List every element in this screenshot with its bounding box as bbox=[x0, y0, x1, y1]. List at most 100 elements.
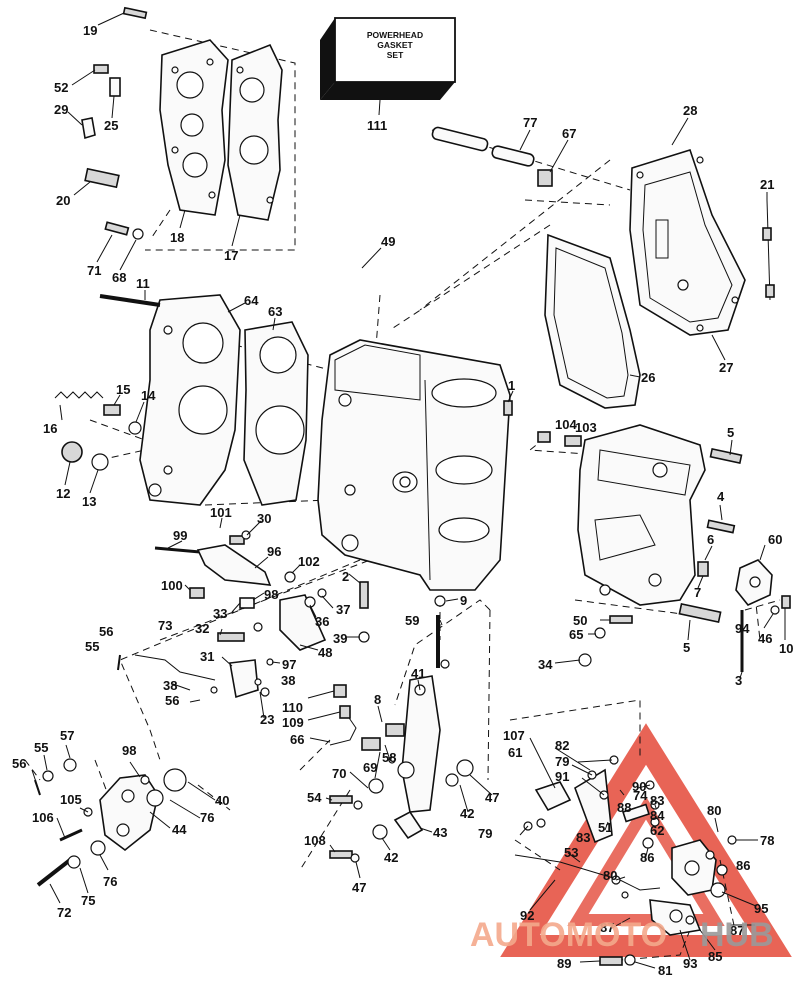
callout-79-b: 79 bbox=[478, 826, 492, 841]
callout-84: 84 bbox=[650, 808, 665, 823]
callout-28: 28 bbox=[683, 103, 697, 118]
callout-82: 82 bbox=[555, 738, 569, 753]
callout-99: 99 bbox=[173, 528, 187, 543]
callout-89: 89 bbox=[557, 956, 571, 971]
callout-76-b: 76 bbox=[103, 874, 117, 889]
callout-7: 7 bbox=[694, 585, 701, 600]
callout-63: 63 bbox=[268, 304, 282, 319]
callout-4: 4 bbox=[717, 489, 725, 504]
callout-46: 46 bbox=[758, 631, 772, 646]
callout-38-b: 38 bbox=[281, 673, 295, 688]
callout-98-b: 98 bbox=[122, 743, 136, 758]
callout-59: 59 bbox=[405, 613, 419, 628]
leader-lines bbox=[31, 12, 786, 969]
callout-76: 76 bbox=[200, 810, 214, 825]
callout-80-b: 80 bbox=[603, 868, 617, 883]
callout-26: 26 bbox=[641, 370, 655, 385]
callouts: 19 52 29 25 20 18 17 111 77 67 28 21 71 … bbox=[12, 23, 793, 978]
callout-40: 40 bbox=[215, 793, 229, 808]
callout-5: 5 bbox=[727, 425, 734, 440]
kit-label-line-3: SET bbox=[387, 50, 404, 60]
callout-10: 10 bbox=[779, 641, 793, 656]
callout-56-c: 56 bbox=[12, 756, 26, 771]
callout-38: 38 bbox=[163, 678, 177, 693]
callout-32: 32 bbox=[195, 621, 209, 636]
callout-50: 50 bbox=[573, 613, 587, 628]
thermostat-housing bbox=[139, 294, 241, 506]
callout-72: 72 bbox=[57, 905, 71, 920]
callout-43: 43 bbox=[433, 825, 447, 840]
callout-109: 109 bbox=[282, 715, 304, 730]
callout-6: 6 bbox=[707, 532, 714, 547]
callout-67: 67 bbox=[562, 126, 576, 141]
callout-71: 71 bbox=[87, 263, 101, 278]
cylinder-head-cover bbox=[159, 39, 229, 216]
callout-81: 81 bbox=[658, 963, 672, 978]
callout-20: 20 bbox=[56, 193, 70, 208]
callout-65: 65 bbox=[569, 627, 583, 642]
callout-13: 13 bbox=[82, 494, 96, 509]
exhaust-cover bbox=[629, 149, 746, 336]
cable-21 bbox=[762, 199, 775, 301]
callout-36: 36 bbox=[315, 614, 329, 629]
callout-47: 47 bbox=[485, 790, 499, 805]
rods-77 bbox=[431, 126, 535, 167]
callout-16: 16 bbox=[43, 421, 57, 436]
head-cover-gasket bbox=[227, 43, 283, 221]
callout-83-b: 83 bbox=[576, 830, 590, 845]
callout-47-b: 47 bbox=[352, 880, 366, 895]
callout-30: 30 bbox=[257, 511, 271, 526]
callout-14: 14 bbox=[141, 388, 156, 403]
callout-15: 15 bbox=[116, 382, 130, 397]
callout-54: 54 bbox=[307, 790, 322, 805]
callout-69: 69 bbox=[363, 760, 377, 775]
callout-107: 107 bbox=[503, 728, 525, 743]
thermostat-gasket bbox=[243, 321, 309, 506]
callout-86: 86 bbox=[640, 850, 654, 865]
callout-85: 85 bbox=[708, 949, 722, 964]
callout-86-b: 86 bbox=[736, 858, 750, 873]
bracket-60 bbox=[735, 559, 773, 606]
lower-left-bracket bbox=[34, 758, 187, 887]
watermark-text-hub: HUB bbox=[700, 916, 774, 954]
callout-31: 31 bbox=[200, 649, 214, 664]
watermark-triangle bbox=[500, 723, 792, 957]
callout-104: 104 bbox=[555, 417, 577, 432]
callout-56: 56 bbox=[99, 624, 113, 639]
callout-29: 29 bbox=[54, 102, 68, 117]
callout-78: 78 bbox=[760, 833, 774, 848]
callout-57: 57 bbox=[60, 728, 74, 743]
callout-12: 12 bbox=[56, 486, 70, 501]
callout-111: 111 bbox=[367, 118, 387, 133]
callout-60: 60 bbox=[768, 532, 782, 547]
callout-1: 1 bbox=[508, 378, 515, 393]
callout-23: 23 bbox=[260, 712, 274, 727]
callout-53: 53 bbox=[564, 845, 578, 860]
cylinder-block bbox=[317, 339, 511, 591]
callout-110: 110 bbox=[282, 700, 303, 715]
callout-105: 105 bbox=[60, 792, 82, 807]
callout-97: 97 bbox=[282, 657, 296, 672]
small-parts-middle bbox=[154, 400, 791, 699]
callout-95: 95 bbox=[754, 901, 768, 916]
callout-2: 2 bbox=[342, 569, 349, 584]
callout-102: 102 bbox=[298, 554, 320, 569]
crankcase-cover bbox=[577, 424, 706, 606]
callout-44: 44 bbox=[172, 822, 187, 837]
assembly-lines bbox=[24, 29, 781, 961]
linkages bbox=[117, 654, 474, 863]
callout-9: 9 bbox=[460, 593, 467, 608]
callout-62: 62 bbox=[650, 823, 664, 838]
callout-17: 17 bbox=[224, 248, 238, 263]
kit-label-line-2: GASKET bbox=[377, 40, 413, 50]
callout-39: 39 bbox=[333, 631, 347, 646]
callout-70: 70 bbox=[332, 766, 346, 781]
callout-25: 25 bbox=[104, 118, 118, 133]
callout-56-b: 56 bbox=[165, 693, 179, 708]
fitting-67 bbox=[537, 169, 553, 187]
callout-66: 66 bbox=[290, 732, 304, 747]
callout-96: 96 bbox=[267, 544, 281, 559]
callout-61: 61 bbox=[508, 745, 522, 760]
callout-48: 48 bbox=[318, 645, 332, 660]
callout-27: 27 bbox=[719, 360, 733, 375]
